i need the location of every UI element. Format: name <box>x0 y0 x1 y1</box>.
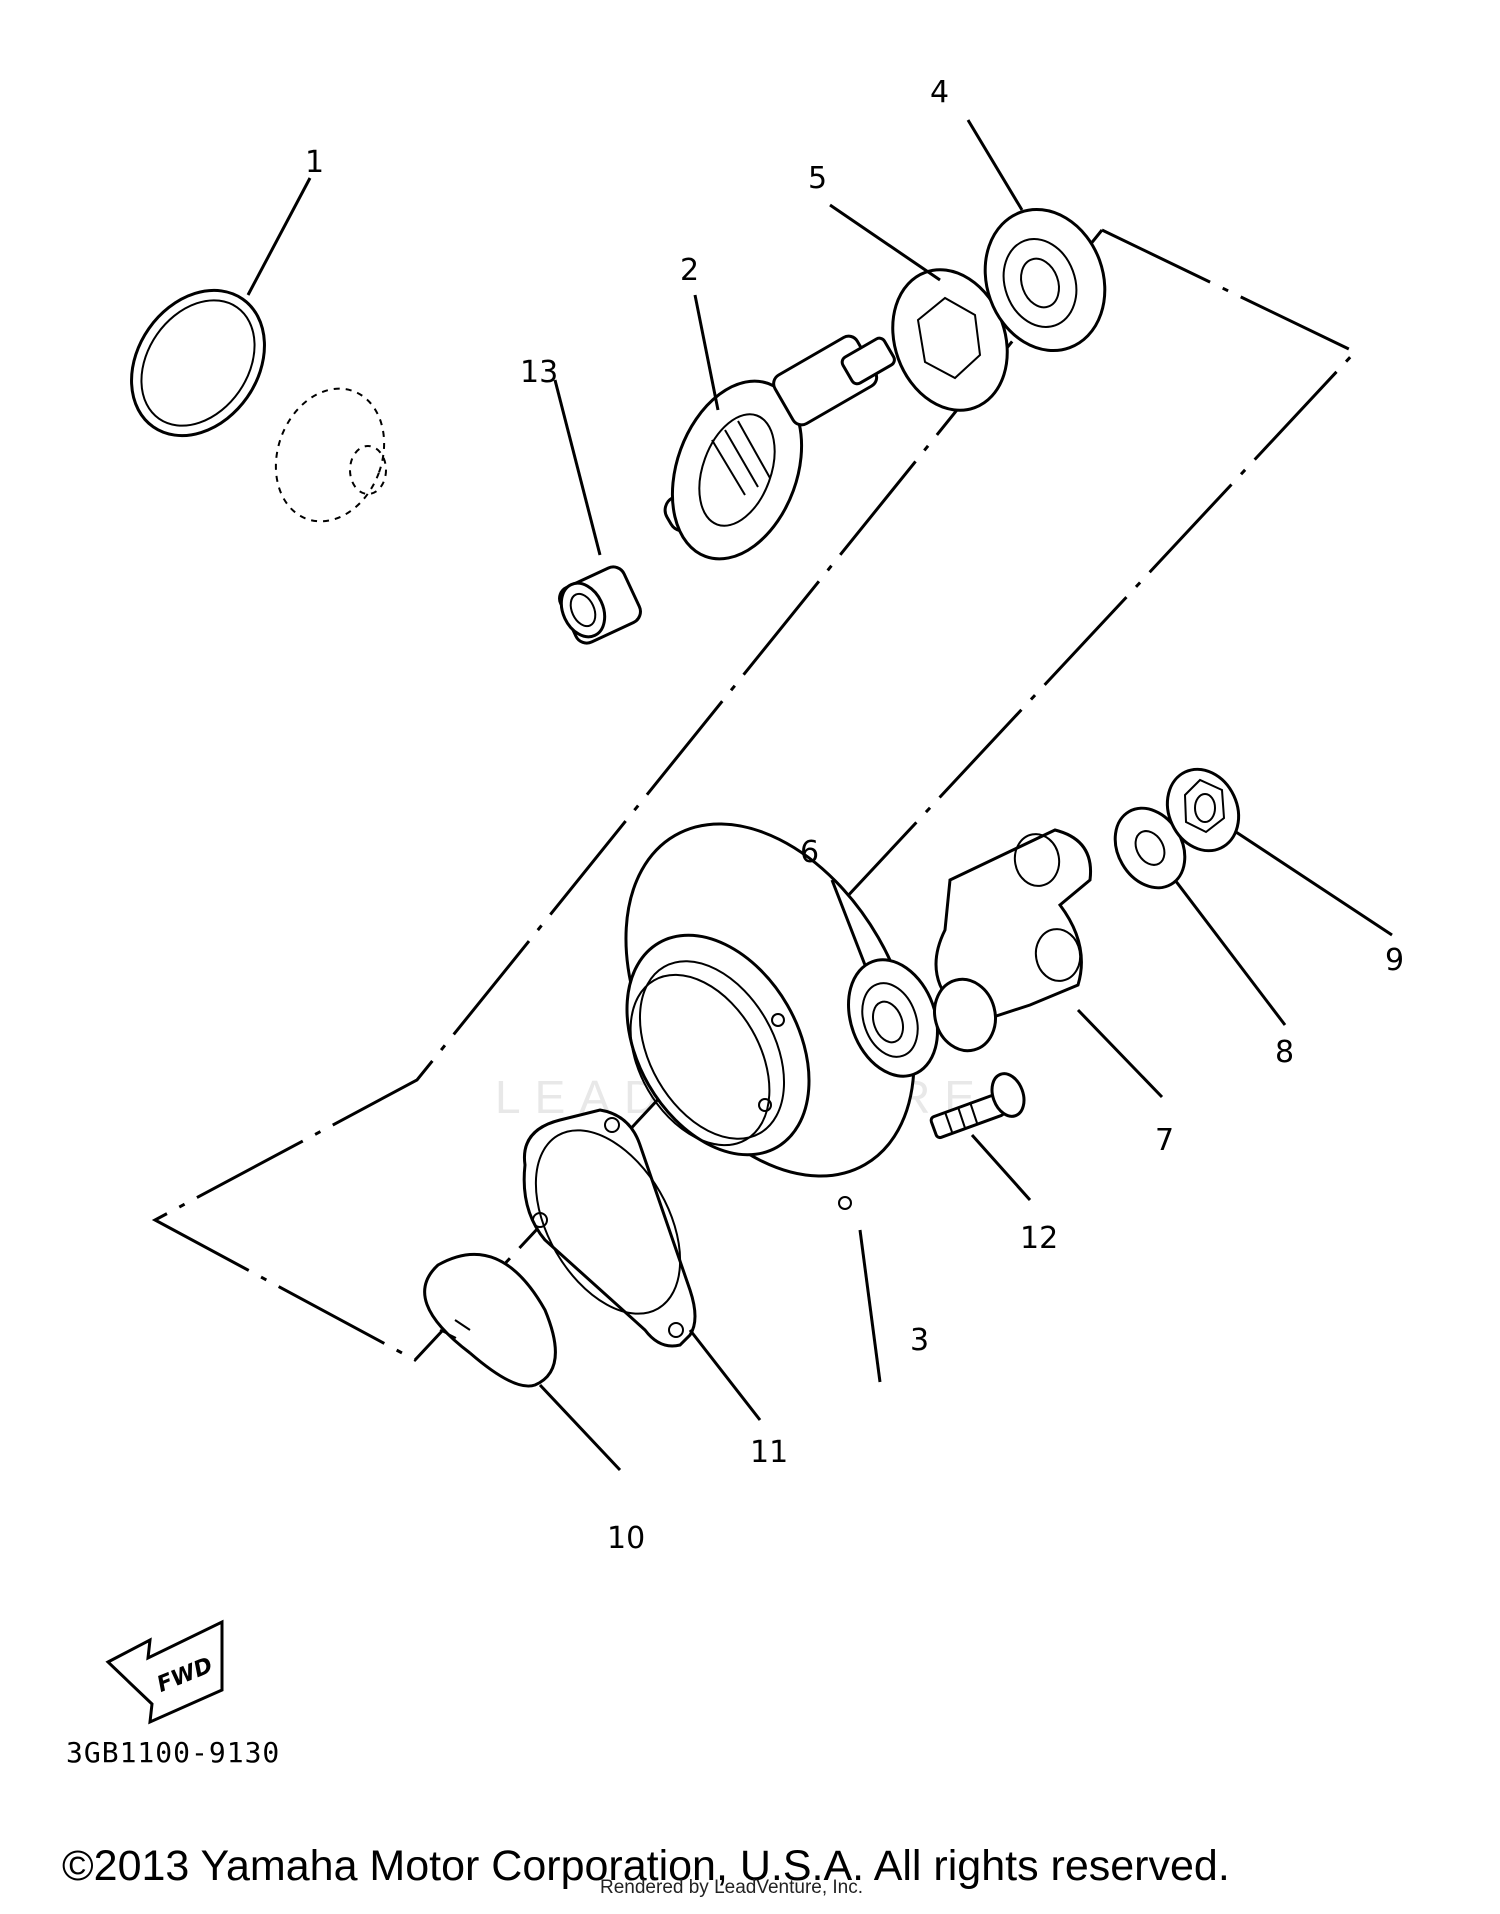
callout-leader-lines <box>246 119 1393 1472</box>
part-3-bearing-housing <box>624 822 916 1210</box>
diagram-part-code: 3GB1100-9130 <box>66 1736 281 1769</box>
callout-7: 7 <box>1155 1123 1174 1158</box>
callout-5: 5 <box>808 161 827 196</box>
part-13-needle-bearing <box>558 565 642 645</box>
rendered-by-credit: Rendered by LeadVenture, Inc. <box>600 1877 864 1898</box>
assembly-frame-line <box>151 228 1358 1362</box>
part-12-flange-bolt <box>929 1072 1026 1140</box>
part-4-ball-bearing <box>983 207 1107 353</box>
part-7-universal-joint-yoke <box>933 828 1093 1053</box>
forward-direction-arrow: FWD <box>105 1619 224 1725</box>
reference-gear-outline <box>274 387 387 523</box>
part-6-bearing <box>847 958 939 1078</box>
part-2-drive-shaft <box>663 334 896 561</box>
part-10-circlip <box>423 1252 557 1388</box>
callout-13: 13 <box>520 355 558 390</box>
copyright-notice: ©2013 Yamaha Motor Corporation, U.S.A. A… <box>62 1842 1230 1890</box>
callout-3: 3 <box>910 1323 929 1358</box>
callout-1: 1 <box>305 145 324 180</box>
callout-labels: 1 2 3 4 5 6 7 8 9 10 11 12 13 <box>305 75 1404 1556</box>
part-9-flange-nut <box>1165 767 1241 853</box>
callout-11: 11 <box>750 1435 788 1470</box>
callout-12: 12 <box>1020 1221 1058 1256</box>
callout-4: 4 <box>930 75 949 110</box>
part-11-gasket <box>522 1108 697 1348</box>
part-1-o-ring <box>130 288 266 438</box>
callout-8: 8 <box>1275 1035 1294 1070</box>
callout-10: 10 <box>607 1521 645 1556</box>
callout-9: 9 <box>1385 943 1404 978</box>
callout-2: 2 <box>680 253 699 288</box>
callout-6: 6 <box>800 835 819 870</box>
